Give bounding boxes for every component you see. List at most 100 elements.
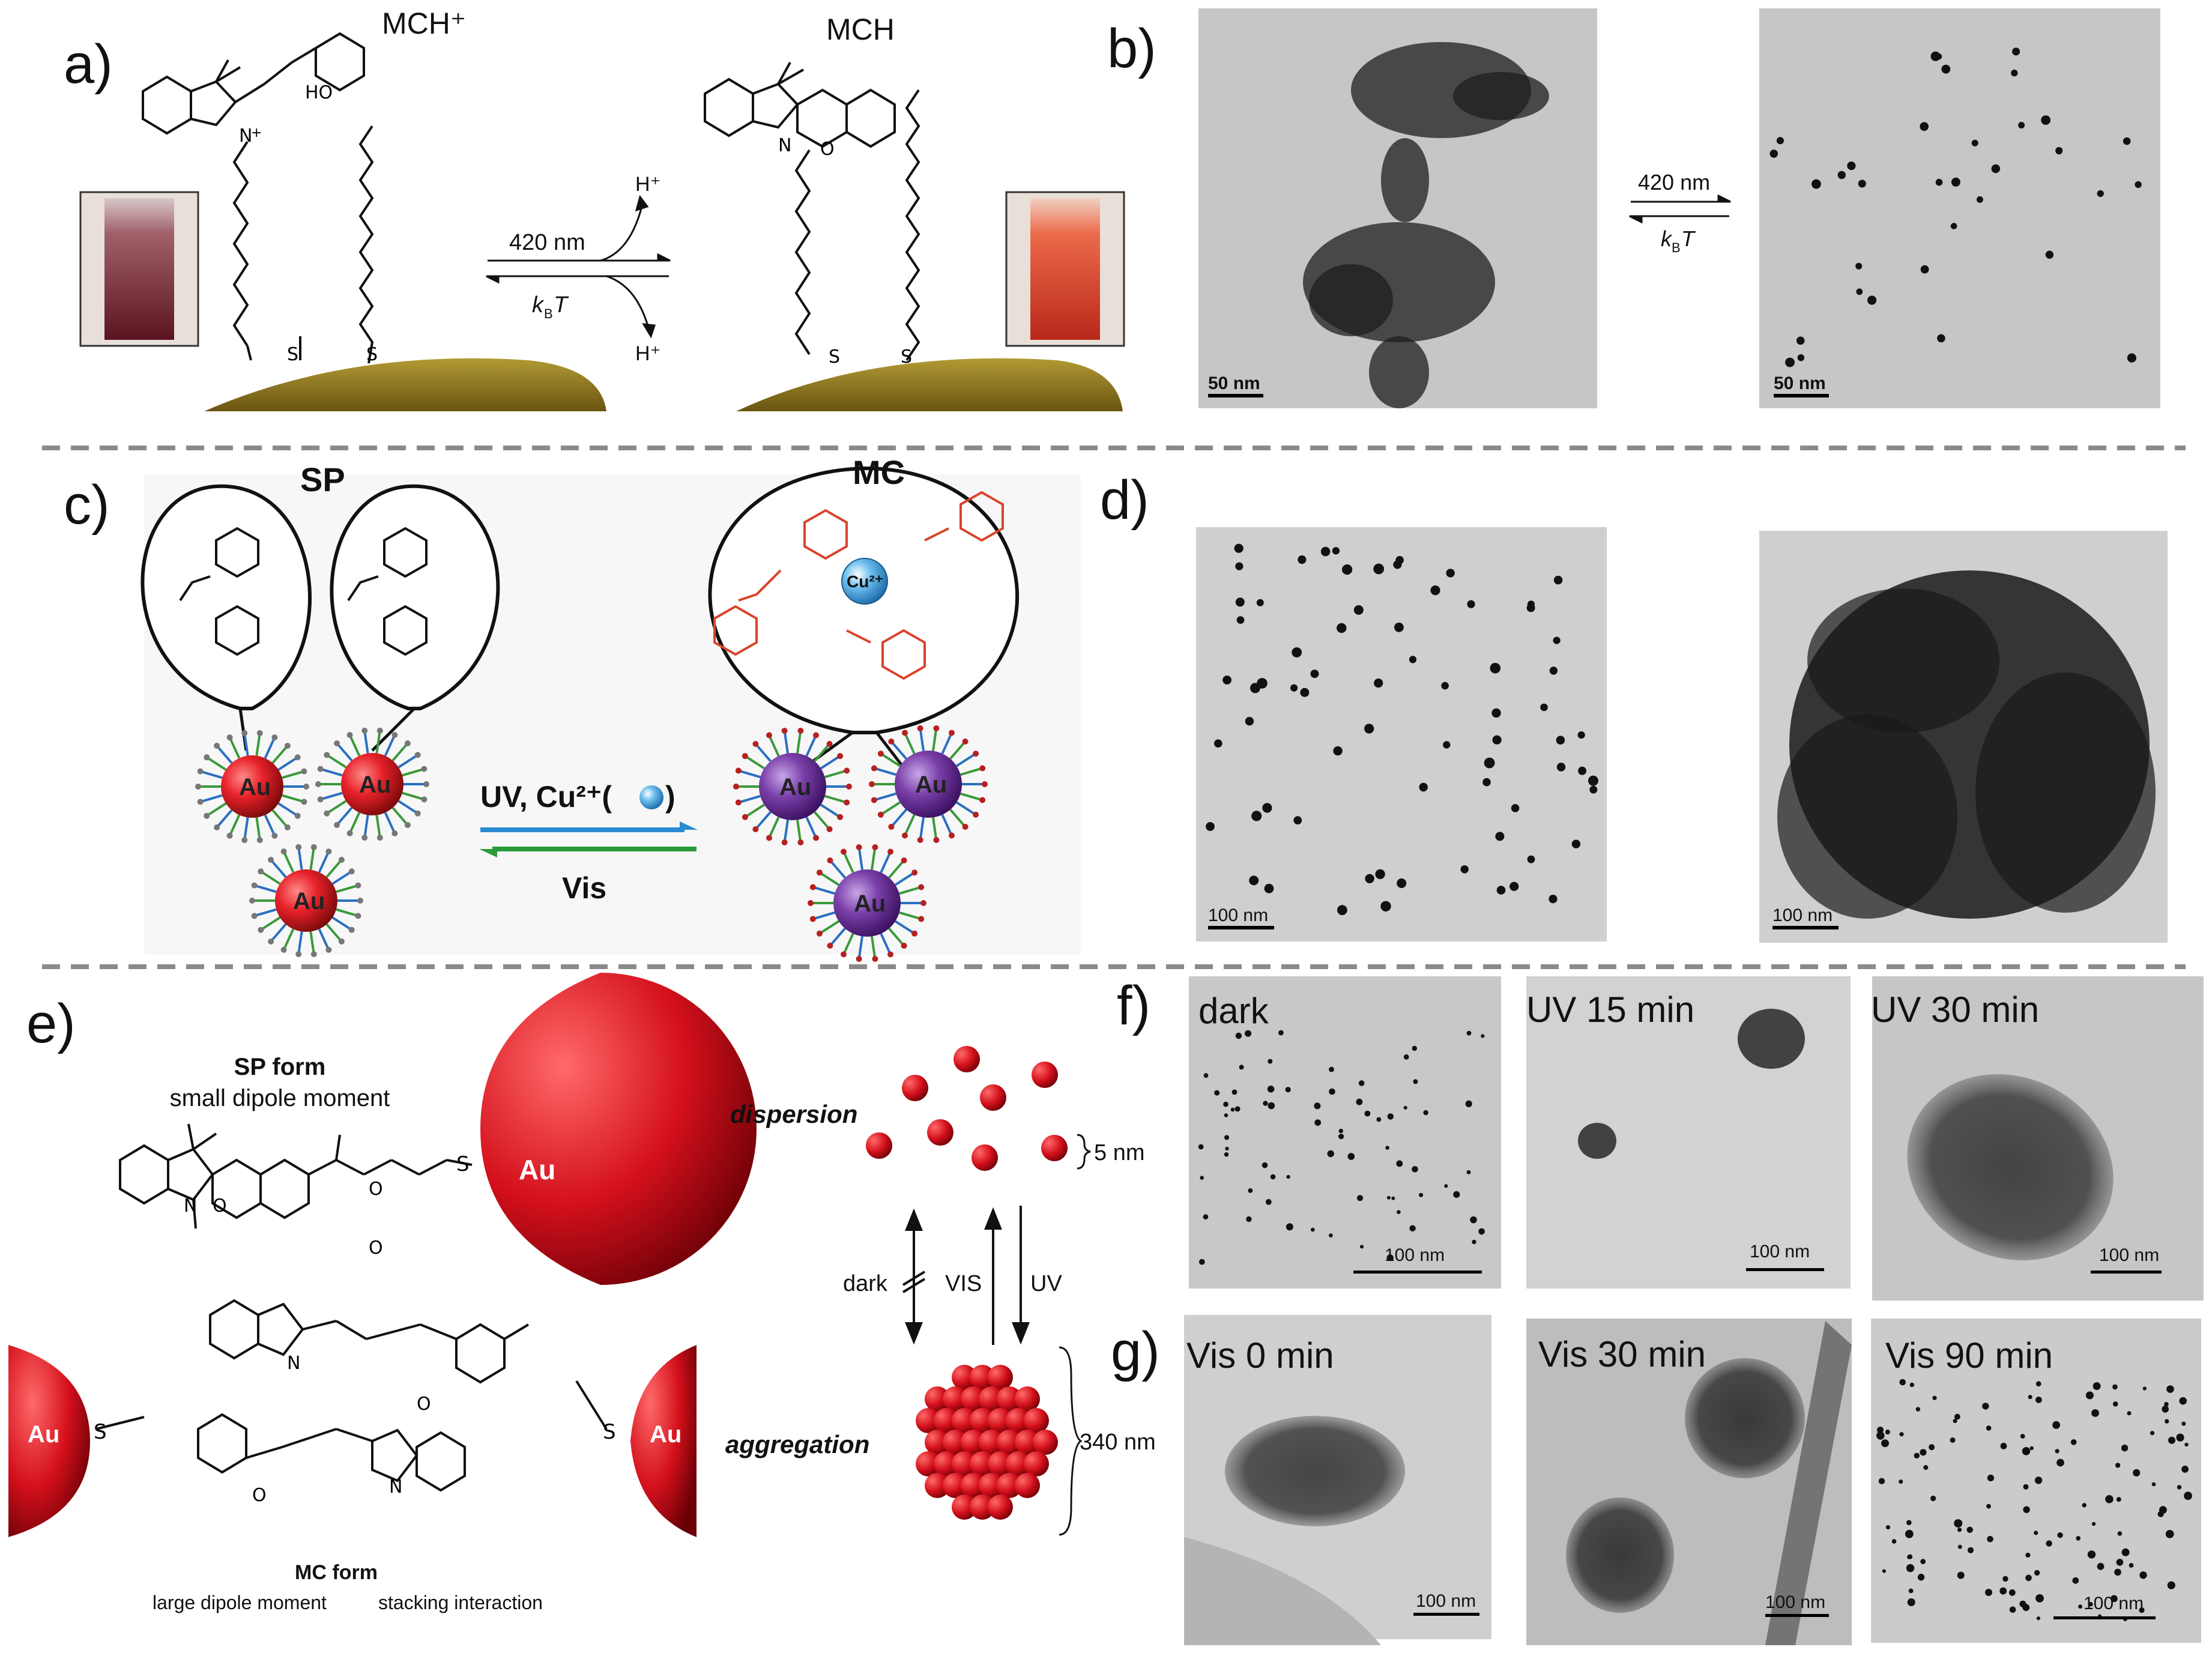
nanoparticle-dot [1342, 564, 1353, 575]
nanoparticle-dot [1200, 1176, 1204, 1180]
nanoparticle-dot [2076, 1536, 2081, 1541]
nanoparticle-dot [1453, 1191, 1460, 1198]
size-large-label: 340 nm [1080, 1430, 1156, 1455]
nanoparticle-dot [1953, 1418, 1957, 1424]
red-sphere [972, 1144, 998, 1171]
nanoparticle-dot [1856, 288, 1863, 295]
scalebar-g2: 100 nm [1765, 1592, 1829, 1617]
forward-condition-a: 420 nm [509, 230, 585, 255]
nanoparticle-dot [2034, 1476, 2043, 1484]
nanoparticle-dot [1231, 1089, 1237, 1095]
forward-condition-c-close: ) [665, 780, 675, 814]
nanoparticle-dot [2162, 1406, 2169, 1413]
nanoparticle-dot [1957, 1528, 1962, 1532]
nanoparticle-dot [2091, 1522, 2096, 1526]
sp-n: N [184, 1195, 197, 1216]
nanoparticle-dot [1571, 839, 1581, 848]
nanoparticle-dot [1482, 778, 1491, 787]
nanoparticle-dot [2022, 1447, 2031, 1455]
red-sphere [943, 1473, 968, 1498]
proton-bottom: H⁺ [635, 342, 661, 365]
mc-form-sub2: stacking interaction [378, 1592, 543, 1613]
nanoparticle-dot [1214, 739, 1222, 748]
nanoparticle-dot [1460, 865, 1469, 874]
nanoparticle-dot [2167, 1581, 2175, 1589]
nanoparticle-dot [1235, 597, 1245, 607]
nanoparticle-dot [1358, 1080, 1365, 1086]
nanoparticle-dot [1855, 262, 1863, 270]
nanoparticle-dot [1899, 1479, 1903, 1484]
nanoparticle-dot [1920, 1449, 1927, 1456]
nanoparticle-dot [1391, 1196, 1395, 1200]
nanoparticle-dot [1982, 1403, 1989, 1410]
nanoparticle-dot [2097, 190, 2104, 198]
size-small-label: 5 nm [1094, 1140, 1144, 1165]
nanoparticle-dot [1999, 1587, 2007, 1595]
gold-surface-left [204, 358, 606, 411]
nanoparticle-dot [1556, 763, 1566, 772]
nanoparticle-dot [1906, 1520, 1912, 1526]
nanoparticle-dot [1329, 1233, 1333, 1237]
nanoparticle-dot [2093, 1382, 2101, 1390]
molecule-mch-plus [142, 32, 374, 364]
nanoparticle-dot [2176, 1433, 2184, 1442]
red-sphere [961, 1430, 986, 1455]
nanoparticle-dot [2025, 1552, 2031, 1558]
red-sphere [1015, 1386, 1040, 1412]
nanoparticle-dot [1495, 832, 1505, 841]
nanoparticle-dot [1235, 562, 1243, 570]
o-right: O [820, 139, 835, 160]
au-nanoparticle: Au [733, 728, 852, 845]
nanoparticle-dot [1954, 1413, 1960, 1420]
red-sphere [979, 1430, 1004, 1455]
scalebar-g3: 100 nm [2053, 1594, 2156, 1619]
nanoparticle-dot [1465, 1100, 1472, 1107]
nanoparticle-dot [1971, 139, 1978, 147]
panel-e-letter: e) [26, 993, 76, 1054]
nanoparticle-dot [2127, 1411, 2132, 1416]
nanoparticle-dot [1245, 1030, 1252, 1037]
au-label-2: Au [28, 1421, 59, 1448]
nanoparticle-dot [1511, 804, 1520, 812]
cu-legend-ion [639, 785, 663, 809]
nanoparticle-dot [1364, 1110, 1371, 1117]
nanoparticle-dot [1374, 678, 1383, 688]
nanoparticle-dot [1877, 1427, 1884, 1433]
nanoparticle-dot [1553, 575, 1563, 585]
nanoparticle-dot [1419, 1192, 1424, 1197]
red-sphere [925, 1386, 950, 1412]
nanoparticle-dot [1540, 703, 1548, 712]
nanoparticle-dot [1915, 1407, 1920, 1412]
nanoparticle-dot [1387, 1113, 1394, 1120]
nanoparticle-dot [2121, 1444, 2129, 1452]
nanoparticle-dot [1986, 1425, 1992, 1431]
nanoparticle-dot [2168, 1436, 2175, 1444]
nanoparticle-dot [2181, 1421, 2186, 1426]
nanoparticle-dot [1320, 546, 1331, 557]
nanoparticle-dot [1867, 295, 1877, 305]
clusters-g-vis30 [1566, 1321, 1852, 1645]
nanoparticle-dot [1876, 1431, 1885, 1440]
nanoparticle-dot [2041, 115, 2051, 125]
mc-s-right: S [603, 1420, 616, 1444]
nanoparticle-dot [1472, 1239, 1476, 1245]
nanoparticle-dot [1251, 811, 1262, 821]
svg-text:100 nm: 100 nm [1765, 1592, 1825, 1612]
sulfur-label-1: S [287, 344, 298, 365]
red-sphere [1006, 1451, 1031, 1476]
nanoparticle-dot [1198, 1144, 1204, 1150]
nanoparticle-dot [1881, 1439, 1889, 1448]
nanoparticle-dot [1337, 623, 1347, 633]
nanoparticle-dot [1230, 1107, 1235, 1112]
nanoparticle-dot [1403, 1054, 1409, 1060]
brace-small [1077, 1134, 1091, 1170]
nanoparticle-dot [2151, 1482, 2156, 1487]
red-sphere [916, 1408, 941, 1433]
nanoparticle-dot [1950, 1437, 1956, 1443]
nanoparticle-dot [1882, 1569, 1886, 1573]
au-label-1: Au [519, 1154, 555, 1185]
nanoparticle-dot [1314, 1119, 1322, 1126]
red-sphere [988, 1408, 1013, 1433]
nanoparticle-dot [2023, 1506, 2030, 1513]
au-nanoparticle: Au [195, 730, 309, 844]
